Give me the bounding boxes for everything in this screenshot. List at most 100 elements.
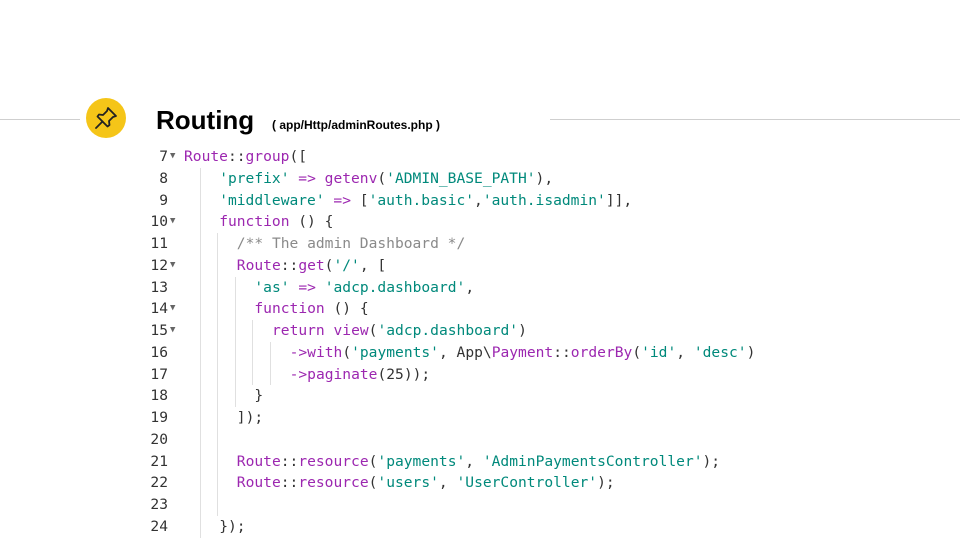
indent-guide	[199, 407, 201, 429]
line-number: 13	[150, 278, 168, 296]
fold-arrow-icon[interactable]: ▼	[170, 151, 176, 161]
code-token: ,	[676, 343, 694, 361]
code-text: ->paginate(25));	[290, 364, 431, 386]
code-line: 20	[140, 428, 940, 451]
code-token: 'AdminPaymentsController'	[482, 452, 703, 470]
code-token: 'adcp.dashboard'	[377, 322, 519, 339]
code-text: ]);	[237, 407, 263, 429]
indent-guide	[217, 472, 219, 494]
code-token: 'prefix'	[219, 169, 290, 187]
code-text: function () {	[219, 211, 333, 233]
indent-guide	[234, 385, 236, 407]
code-text: 'prefix' => getenv('ADMIN_BASE_PATH'),	[219, 168, 553, 190]
code-token	[325, 322, 334, 339]
indent-guide	[252, 363, 254, 386]
code-token: 'auth.basic'	[368, 191, 475, 209]
code-token: 'users'	[377, 474, 439, 492]
fold-arrow-icon[interactable]: ▼	[170, 325, 176, 335]
code-token: ::	[227, 148, 246, 165]
code-token: , App\	[438, 343, 492, 361]
line-number: 21	[150, 452, 168, 470]
line-number: 9	[159, 191, 168, 209]
line-number: 22	[150, 474, 168, 492]
code-token: ,	[474, 191, 483, 209]
code-token: get	[298, 256, 325, 274]
code-line: 10▼ function () {	[140, 211, 940, 233]
indent-guide	[199, 450, 201, 473]
line-number: 7	[159, 148, 168, 165]
code-token: () {	[289, 213, 334, 231]
code-text: 'as' => 'adcp.dashboard',	[254, 277, 474, 299]
indent-guide	[234, 298, 236, 320]
code-line: 15▼return view('adcp.dashboard')	[140, 320, 940, 342]
code-token: /** The admin Dashboard */	[236, 235, 466, 252]
indent-guide	[199, 363, 201, 386]
code-token: );	[597, 474, 615, 492]
code-line: 14▼function () {	[140, 298, 940, 320]
line-number: 16	[150, 343, 168, 361]
code-token: =>	[333, 191, 351, 209]
code-line: 18}	[140, 385, 940, 407]
indent-guide	[270, 363, 271, 386]
page-title: Routing	[156, 105, 255, 135]
code-token: () {	[324, 300, 369, 318]
line-number: 10	[150, 213, 168, 231]
indent-guide	[217, 298, 219, 320]
line-number: 20	[150, 430, 168, 448]
line-number: 11	[150, 235, 168, 252]
code-token: ::	[553, 343, 571, 361]
code-token: (	[377, 169, 387, 187]
code-token: ,	[465, 452, 483, 470]
code-token: 'middleware'	[219, 191, 325, 209]
code-line: 19]);	[140, 407, 940, 429]
indent-guide	[217, 407, 219, 429]
code-text: Route::resource('payments', 'AdminPaymen…	[237, 451, 720, 473]
code-token: ::	[280, 256, 299, 274]
code-block: 7▼Route::group([8'prefix' => getenv('ADM…	[140, 146, 940, 538]
code-text: /** The admin Dashboard */	[237, 233, 465, 255]
line-number: 17	[150, 365, 168, 383]
indent-guide	[217, 254, 219, 277]
code-token: =>	[298, 169, 316, 187]
code-token	[316, 279, 325, 296]
code-text: });	[219, 516, 245, 538]
code-token: orderBy	[570, 343, 633, 361]
code-token: ::	[280, 474, 299, 492]
code-token: , [	[359, 256, 387, 274]
code-token: (	[368, 322, 378, 339]
code-line: 11 /** The admin Dashboard */	[140, 233, 940, 255]
fold-arrow-icon[interactable]: ▼	[170, 303, 176, 314]
code-token: function	[219, 213, 290, 231]
indent-guide	[199, 233, 201, 255]
code-token: 'UserController'	[456, 474, 598, 492]
code-token: resource	[298, 474, 369, 492]
code-token: Route	[184, 148, 228, 165]
code-token: Route	[236, 256, 281, 274]
code-text: }	[254, 385, 263, 407]
code-text: ->with('payments', App\Payment::orderBy(…	[290, 342, 756, 364]
code-token: Route	[236, 474, 281, 492]
indent-guide	[199, 298, 201, 320]
line-number: 12	[150, 256, 168, 274]
indent-guide	[199, 276, 201, 299]
indent-guide	[217, 233, 219, 255]
code-token: Payment	[491, 343, 554, 361]
code-token: }	[254, 387, 264, 405]
indent-guide	[217, 341, 219, 364]
indent-guide	[234, 363, 236, 386]
indent-guide	[199, 254, 201, 277]
fold-arrow-icon[interactable]: ▼	[170, 259, 176, 270]
code-token: ->with	[289, 343, 343, 361]
code-text: Route::group([	[184, 146, 307, 168]
code-token: 'adcp.dashboard'	[324, 278, 466, 296]
code-token: 'ADMIN_BASE_PATH'	[386, 169, 536, 187]
code-line: 24});	[140, 515, 940, 538]
indent-guide	[252, 320, 254, 342]
indent-guide	[217, 385, 219, 407]
code-token: view	[333, 322, 369, 339]
fold-arrow-icon[interactable]: ▼	[170, 216, 176, 227]
code-token: ),	[535, 169, 554, 187]
indent-guide	[217, 363, 219, 386]
code-token: )	[518, 322, 527, 339]
code-token: Route	[236, 452, 281, 470]
